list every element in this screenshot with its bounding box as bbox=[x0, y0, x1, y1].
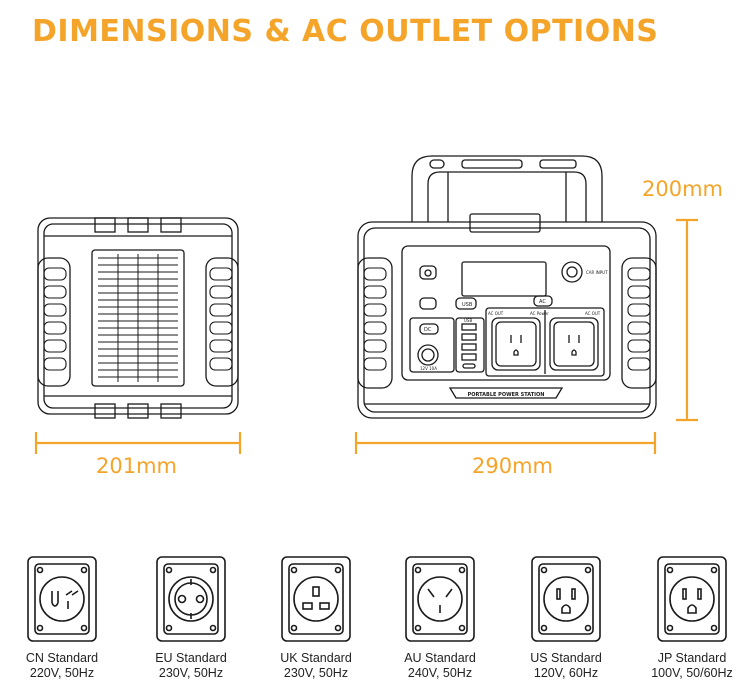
page-title: DIMENSIONS & AC OUTLET OPTIONS bbox=[32, 14, 659, 49]
side-view-drawing bbox=[37, 217, 239, 419]
au-socket-icon bbox=[405, 556, 475, 642]
dc-button-label: DC bbox=[424, 327, 432, 333]
usb-button-label: USB bbox=[462, 302, 473, 308]
outlet-au: AU Standard 240V, 50Hz bbox=[384, 555, 496, 681]
outlet-name: JP Standard bbox=[657, 651, 727, 665]
product-drawings: CAR INPUT USB AC AC OUT AC OUT AC Power … bbox=[34, 155, 698, 454]
outlet-name: UK Standard bbox=[280, 651, 352, 665]
outlet-name: US Standard bbox=[530, 651, 602, 665]
outlet-name: EU Standard bbox=[155, 651, 227, 665]
ac-out-label-2: AC OUT bbox=[585, 311, 601, 316]
outlet-name: AU Standard bbox=[404, 651, 476, 665]
car-input-label: CAR INPUT bbox=[586, 270, 608, 275]
height-dimension-label: 200mm bbox=[642, 177, 723, 201]
width-dimension-line bbox=[354, 432, 657, 454]
outlet-spec: 230V, 50Hz bbox=[158, 666, 224, 680]
uk-socket-icon bbox=[281, 556, 351, 642]
outlet-spec: 120V, 60Hz bbox=[533, 666, 599, 680]
us-socket-icon bbox=[531, 556, 601, 642]
front-view-drawing bbox=[357, 155, 657, 419]
depth-dimension-label: 201mm bbox=[96, 454, 177, 478]
eu-socket-icon bbox=[156, 556, 226, 642]
outlet-spec: 230V, 50Hz bbox=[283, 666, 349, 680]
outlet-eu: EU Standard 230V, 50Hz bbox=[135, 555, 247, 681]
outlet-uk: UK Standard 230V, 50Hz bbox=[260, 555, 372, 681]
width-dimension-label: 290mm bbox=[472, 454, 553, 478]
ac-power-label: AC Power bbox=[530, 311, 549, 316]
dc-spec-label: 12V 10A bbox=[420, 366, 437, 371]
ac-button-label: AC bbox=[539, 299, 546, 305]
usb-section-label: USB bbox=[464, 318, 472, 323]
outlet-spec: 100V, 50/60Hz bbox=[651, 666, 733, 680]
outlet-us: US Standard 120V, 60Hz bbox=[510, 555, 622, 681]
depth-dimension-line bbox=[34, 432, 242, 454]
cn-socket-icon bbox=[27, 556, 97, 642]
height-dimension-line bbox=[676, 218, 698, 422]
outlet-spec: 240V, 50Hz bbox=[407, 666, 473, 680]
jp-socket-icon bbox=[657, 556, 727, 642]
outlet-spec: 220V, 50Hz bbox=[29, 666, 95, 680]
outlet-jp: JP Standard 100V, 50/60Hz bbox=[636, 555, 748, 681]
ac-out-label-1: AC OUT bbox=[488, 311, 504, 316]
outlet-cn: CN Standard 220V, 50Hz bbox=[6, 555, 118, 681]
outlet-name: CN Standard bbox=[25, 651, 99, 665]
brand-strip-label: PORTABLE POWER STATION bbox=[468, 392, 545, 398]
